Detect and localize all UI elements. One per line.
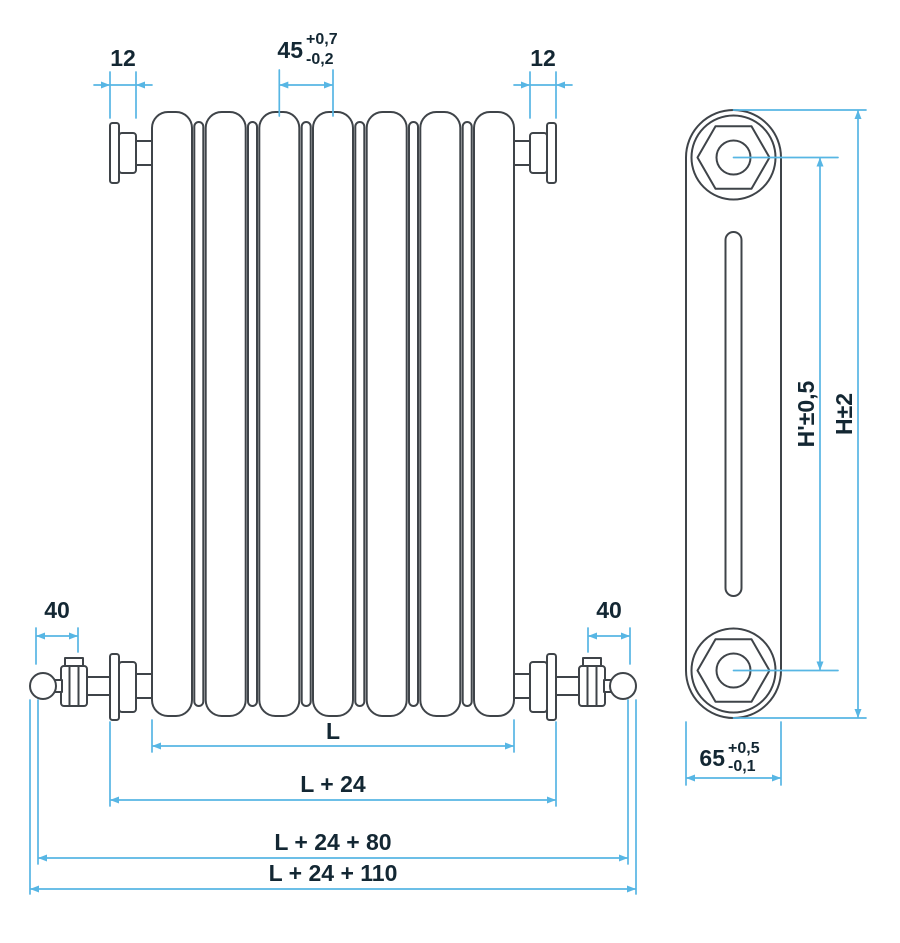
dim-length24110-lines [29, 699, 637, 895]
dim-label-height-centers: H'±0,5 [793, 380, 819, 447]
dim-label-valve-left: 40 [44, 597, 70, 623]
rear-columns [193, 121, 473, 707]
dimension-labels: 12 12 45 +0,7 -0,2 40 40 L L + 24 L + 24… [44, 31, 857, 886]
dim-label-length2480: L + 24 + 80 [274, 829, 391, 855]
dimension-lines [29, 69, 867, 895]
dimension-arrows [30, 81, 862, 893]
dim-depth-lines [685, 721, 782, 786]
dim-label-depth-tol-minus: -0,1 [728, 758, 756, 775]
top-left-plug [109, 122, 137, 184]
dim-label-height-overall: H±2 [831, 393, 857, 435]
dim-length-lines [151, 719, 515, 753]
dim-label-depth-tol-plus: +0,5 [728, 740, 760, 757]
dim-label-pitch-tol-minus: -0,2 [306, 51, 334, 68]
dim-label-depth: 65 [699, 745, 725, 771]
dim-label-pitch-tol-plus: +0,7 [306, 31, 338, 48]
dim-stub-right-lines [513, 71, 573, 119]
center-slot [724, 231, 743, 597]
dim-label-pitch: 45 [277, 37, 303, 63]
dim-length24-lines [109, 721, 557, 807]
front-columns [151, 111, 515, 717]
bottom-left-valve [29, 653, 137, 721]
dim-height-overall-lines [732, 109, 867, 719]
dim-label-stub-right: 12 [530, 45, 556, 71]
dim-label-length: L [326, 718, 340, 744]
drawing [29, 109, 782, 721]
dim-label-stub-left: 12 [110, 45, 136, 71]
top-right-plug [529, 122, 557, 184]
dim-length2480-lines [37, 699, 629, 865]
front-view [29, 111, 637, 721]
dim-label-length24: L + 24 [300, 771, 366, 797]
side-view [685, 109, 782, 719]
bottom-right-valve [529, 653, 637, 721]
dim-label-length24110: L + 24 + 110 [269, 860, 398, 886]
dim-label-valve-right: 40 [596, 597, 622, 623]
dim-pitch-lines [278, 69, 334, 117]
dim-height-centers-lines [732, 156, 839, 672]
dim-stub-left-lines [93, 71, 153, 119]
